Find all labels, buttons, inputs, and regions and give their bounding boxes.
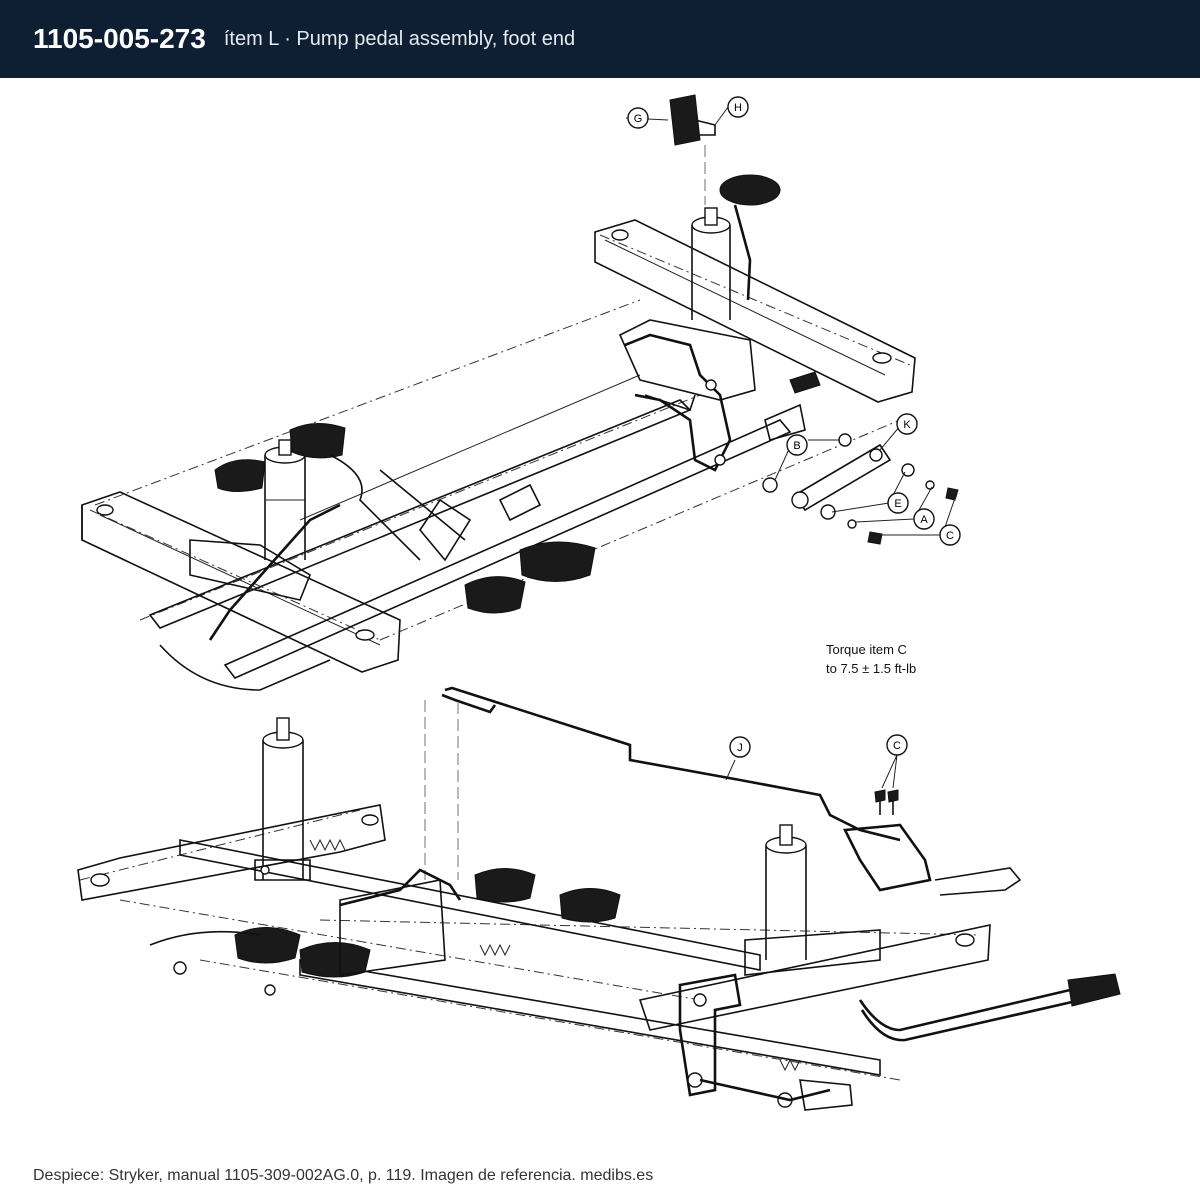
torque-note-line1: Torque item C [826, 642, 907, 657]
k-link-hardware [762, 433, 959, 545]
lower-left-pedals [149, 868, 621, 996]
upper-left-pedals [214, 423, 596, 614]
svg-text:A: A [920, 514, 928, 526]
callout-e: E [887, 492, 909, 514]
svg-text:E: E [894, 498, 901, 510]
callout-k: K [896, 413, 918, 435]
callout-c-lower: C [886, 734, 908, 756]
callout-j: J [729, 736, 751, 758]
svg-text:J: J [737, 742, 743, 754]
svg-text:G: G [634, 113, 643, 125]
svg-text:H: H [734, 102, 742, 114]
header-bar: 1105-005-273 ítem L · Pump pedal assembl… [0, 0, 1200, 78]
callout-h: H [727, 96, 749, 118]
svg-text:K: K [903, 419, 911, 431]
upper-assembly [81, 94, 959, 691]
callout-c-upper: C [939, 524, 961, 546]
lower-assembly [77, 686, 1121, 1111]
svg-text:B: B [793, 440, 800, 452]
svg-text:C: C [946, 530, 954, 542]
part-number: 1105-005-273 [33, 23, 206, 54]
callout-a: A [913, 508, 935, 530]
page-subtitle: ítem L · Pump pedal assembly, foot end [223, 27, 576, 50]
callout-b: B [786, 434, 808, 456]
exploded-parts-diagram: G H K B E A C Torque item C to 7.5 ± 1.5… [77, 94, 1121, 1111]
source-footer: Despiece: Stryker, manual 1105-309-002AG… [33, 1167, 654, 1184]
svg-text:C: C [893, 740, 901, 752]
callout-g: G [627, 107, 649, 129]
torque-note-line2: to 7.5 ± 1.5 ft-lb [826, 661, 916, 676]
